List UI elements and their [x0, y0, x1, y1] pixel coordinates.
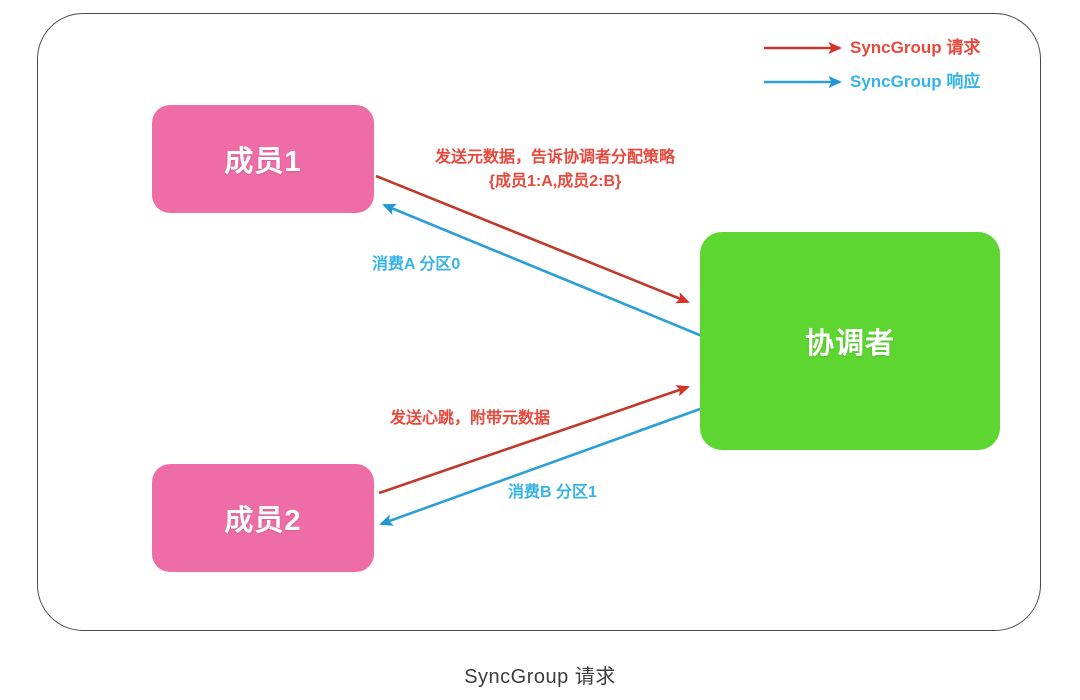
legend-arrow-right-icon-response: [764, 76, 843, 88]
edge-label-metadata-line2: {成员1:A,成员2:B}: [488, 173, 622, 190]
legend-label-response: SyncGroup 响应: [850, 72, 981, 91]
diagram-caption: SyncGroup 请求: [464, 666, 616, 688]
node-member2-label: 成员2: [224, 505, 302, 537]
edge-label-metadata-line1: 发送元数据，告诉协调者分配策略: [434, 149, 675, 166]
node-member2[interactable]: 成员2: [152, 464, 374, 572]
edge-label-consume-b: 消费B 分区1: [508, 484, 597, 501]
edge-label-heartbeat: 发送心跳，附带元数据: [390, 410, 551, 427]
legend-arrow-right-icon-request: [764, 42, 843, 54]
edge-label-consume-a: 消费A 分区0: [372, 256, 461, 273]
legend-item-request: SyncGroup 请求: [762, 36, 1002, 70]
legend-label-request: SyncGroup 请求: [850, 38, 981, 57]
legend: SyncGroup 请求 SyncGroup 响应: [762, 36, 1002, 104]
node-coordinator[interactable]: 协调者: [700, 232, 1000, 450]
edge-label-metadata: 发送元数据，告诉协调者分配策略 {成员1:A,成员2:B}: [405, 146, 705, 194]
legend-item-response: SyncGroup 响应: [762, 70, 1002, 104]
node-member1-label: 成员1: [224, 146, 302, 178]
node-member1[interactable]: 成员1: [152, 105, 374, 213]
node-coordinator-label: 协调者: [804, 328, 895, 360]
